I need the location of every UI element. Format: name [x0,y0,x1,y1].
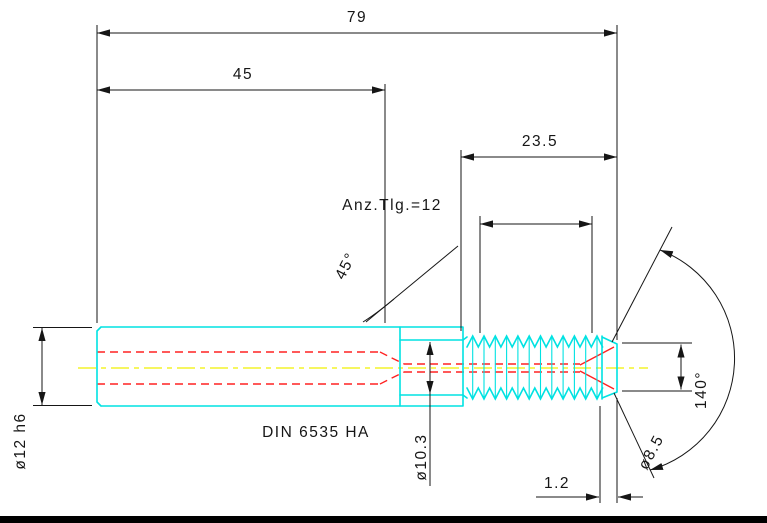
coolant-taper [379,351,405,385]
point-angle-line-upper [611,226,673,343]
shank-outline [96,326,464,407]
tip-outline [601,335,618,400]
label-overall-length: 79 [347,9,367,26]
label-shank-length: 45 [233,66,253,83]
chamfer-angle-arc [362,298,395,323]
thread-profile-top [466,334,604,349]
label-shank-diameter: ø12 h6 [12,412,29,469]
neck-lines [399,339,464,396]
label-pitch-count: Anz.Tlg.=12 [342,197,442,214]
thread-entry-chamfer [462,336,468,399]
label-chamfer-angle: 45° [332,250,360,283]
label-standard: DIN 6535 HA [262,424,370,441]
ext-lines-tip-land [599,398,618,503]
label-tip-land: 1.2 [544,475,570,492]
dimension-lines-group [33,25,736,503]
ext-lines-shank-dia [33,327,92,406]
point-angle-line-lower [613,392,655,479]
label-thread-length: 23.5 [522,133,558,150]
thread-flank-lines [472,335,598,400]
label-point-angle: 140° [693,371,710,409]
point-angle-arc [649,249,736,471]
bottom-edge-bar [0,516,767,523]
tool-outline-group [96,326,618,407]
label-neck-diameter: ø10.3 [413,433,430,480]
dimension-labels-group: 79 45 23.5 Anz.Tlg.=12 45° DIN 6535 HA ø… [12,9,710,492]
thread-profile-bottom [466,386,604,401]
label-tip-diameter: ø8.5 [635,432,667,473]
